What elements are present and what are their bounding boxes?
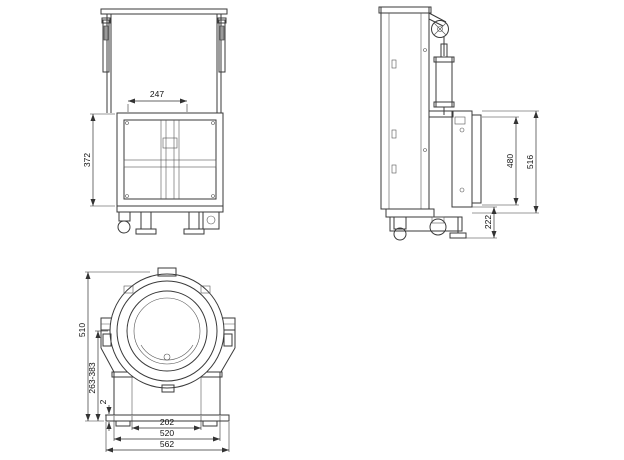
door-opening	[126, 290, 208, 372]
inner-width-dimension: 202	[131, 416, 202, 431]
dim-label-front-width: 247	[150, 89, 164, 99]
column	[380, 6, 430, 210]
left-foot	[135, 228, 157, 235]
right-foot	[183, 228, 205, 235]
left-clamp	[102, 333, 112, 347]
base-plate	[105, 414, 230, 422]
dim-label-front-height: 372	[82, 153, 92, 167]
dim-label-body-width: 520	[160, 428, 174, 438]
dim-label-side-base-height: 222	[483, 215, 493, 229]
left-gas-spring	[102, 19, 110, 73]
gap-dimension: 2	[98, 399, 116, 431]
side-view: 516 480 222	[378, 6, 539, 241]
side-door-height-dimension: 480	[482, 116, 519, 206]
dim-label-inner-width: 202	[160, 417, 174, 427]
base-beam	[116, 205, 224, 213]
front-height-dimension: 372	[82, 113, 115, 207]
cross-bar	[123, 159, 217, 168]
door-overall-height-dimension: 510	[77, 271, 150, 422]
dim-label-side-door-height: 480	[505, 154, 515, 168]
frame-inner	[123, 119, 217, 200]
frame-outer	[116, 112, 224, 207]
door-ring-inner	[116, 280, 218, 382]
dim-label-side-total-height: 516	[525, 155, 535, 169]
dim-label-axis-height-range: 263-383	[87, 362, 97, 393]
dim-label-door-overall-height: 510	[77, 323, 87, 337]
front-view: 247 372	[82, 8, 228, 235]
caster-wheel	[393, 227, 407, 241]
door-front-view: 510 263-383 2 202 520	[77, 267, 236, 453]
right-gas-spring	[218, 19, 226, 73]
caster-wheel	[117, 220, 131, 234]
top-beam	[100, 8, 228, 15]
right-clamp	[223, 333, 233, 347]
base-width-dimension: 562	[105, 422, 230, 453]
door-frame	[451, 110, 473, 208]
dim-label-base-width: 562	[160, 439, 174, 449]
leveling-foot	[449, 232, 467, 239]
door-panel	[471, 114, 482, 204]
side-base-height-dimension: 222	[466, 206, 497, 239]
top-bracket	[157, 267, 177, 277]
side-total-height-dimension: 516	[472, 110, 539, 214]
wheel	[429, 218, 447, 236]
body-width-dimension: 520	[113, 416, 221, 442]
base-frame	[389, 216, 463, 232]
dim-label-gap: 2	[98, 399, 108, 404]
front-width-dimension: 247	[127, 89, 188, 112]
cylinder	[435, 56, 453, 108]
axis-height-range-dimension: 263-383	[87, 330, 108, 421]
bottom-latch	[161, 384, 175, 393]
pulley	[431, 20, 449, 38]
